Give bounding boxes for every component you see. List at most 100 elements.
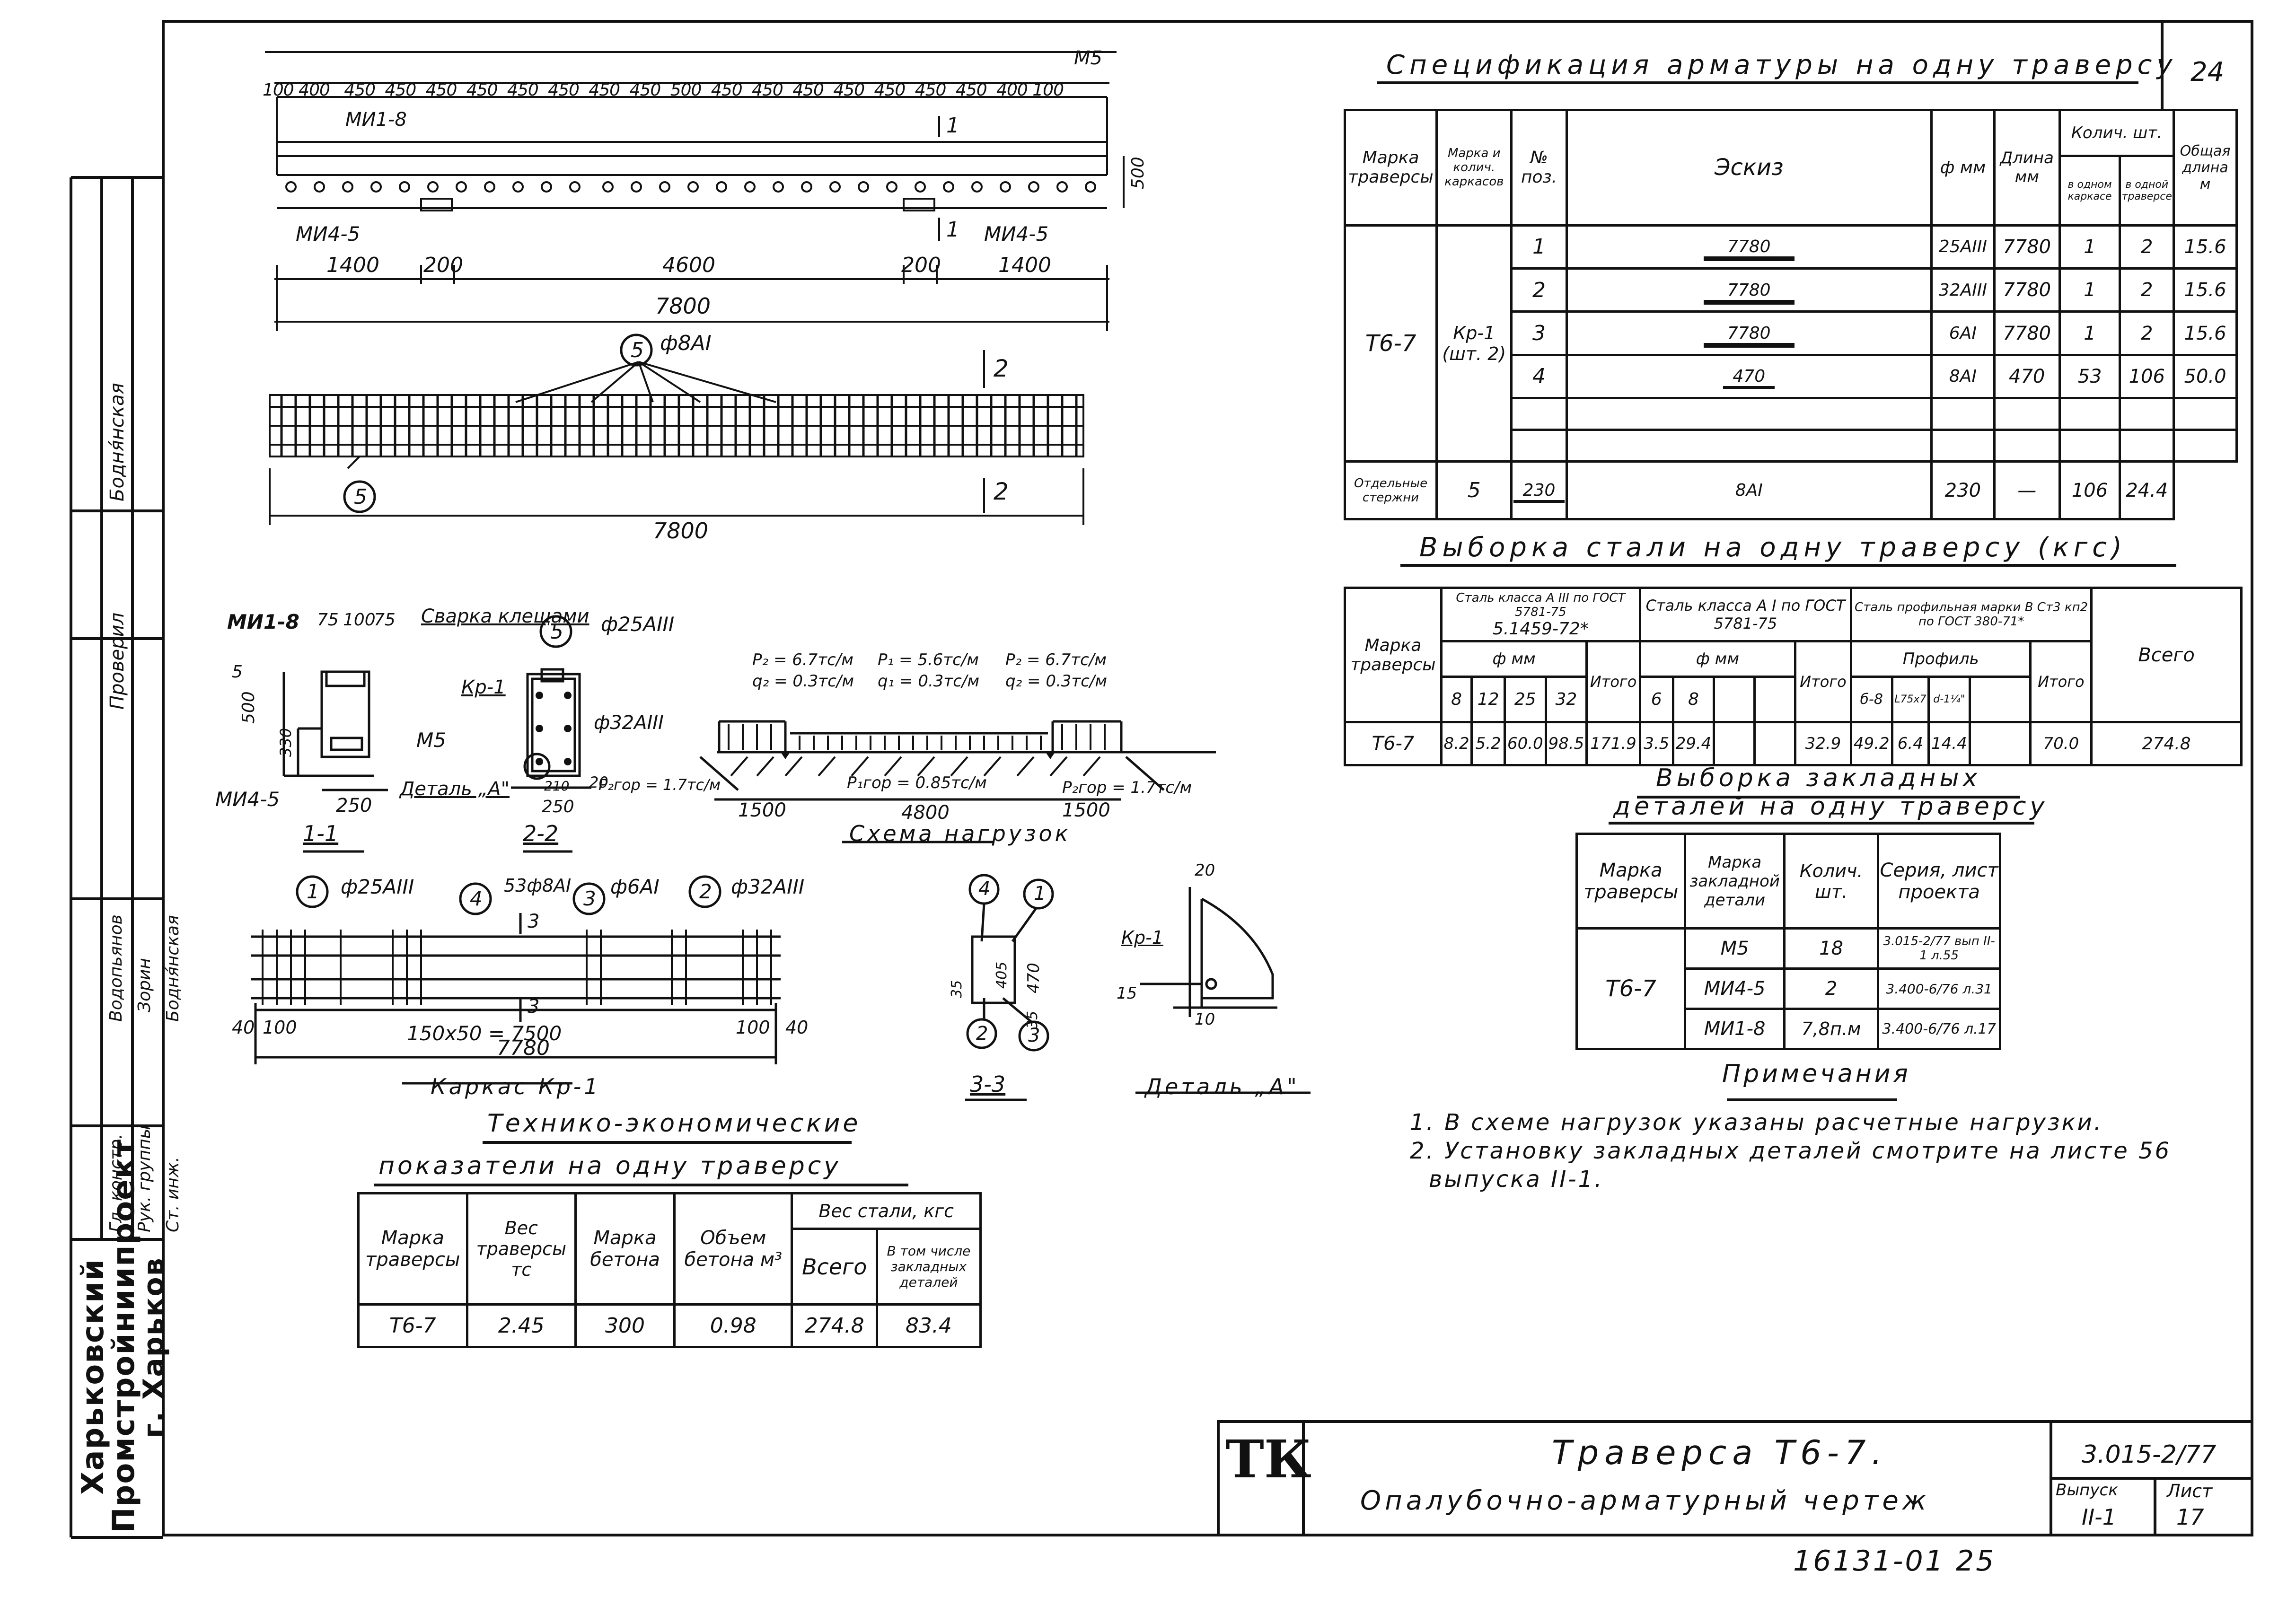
stamp-title: Траверса Т6-7.	[1552, 1433, 1888, 1472]
spec-table: Марка траверсы Марка и колич. каркасов №…	[1343, 108, 2238, 520]
mi4-5-label-left: МИ4-5	[296, 222, 361, 246]
spec-trav: Т6-7	[1343, 224, 1438, 463]
tep-h-marka: Марка траверсы	[357, 1192, 468, 1306]
mi1-8-label: МИ1-8	[345, 109, 407, 131]
empty-cell	[2173, 429, 2238, 463]
steel-val: 6.4	[1891, 721, 1930, 766]
spec-row3-b: 2	[2119, 310, 2175, 356]
empty-cell	[1968, 676, 2032, 724]
section-1-mark-top: 1	[946, 114, 959, 138]
tep-h-beton: Марка бетона	[574, 1192, 676, 1306]
s22-detail: Деталь „А"	[400, 778, 510, 800]
dim: 450	[385, 80, 417, 100]
spec-row1-total: 15.6	[2173, 224, 2238, 270]
spec-row2-phi: 32АIII	[1930, 267, 1996, 313]
spec-row4-pos: 4	[1510, 353, 1568, 400]
spec-row3-total: 15.6	[2173, 310, 2238, 356]
spec-row5-sketch: 230	[1510, 460, 1568, 520]
s22-d20: 20	[589, 773, 608, 791]
s11-d330: 330	[277, 728, 295, 757]
top-dimension-chain: 100 400 450 450 450 450 450 450 450 450 …	[263, 80, 1064, 100]
section-3-3-label: 3-3	[970, 1071, 1006, 1097]
pos5-bubble-lower: 5	[354, 485, 367, 509]
embed-row2-qty: 2	[1783, 967, 1880, 1010]
s11-mi1: МИ1-8	[227, 610, 299, 633]
steel-h-g1-title: Сталь класса А III по ГОСТ 5781-75	[1456, 590, 1626, 619]
s22-pos5: 5	[550, 620, 563, 644]
dim-1400-left: 1400	[326, 253, 379, 277]
archive-number: 16131-01 25	[1793, 1545, 1996, 1578]
checked-name: Бодня́нская	[106, 383, 128, 501]
frame-phi2: ф32АIII	[731, 875, 805, 898]
load-dim4800: 4800	[901, 802, 950, 824]
steel-col: d-1¼"	[1927, 676, 1971, 724]
detail-a-title: Деталь „А"	[1145, 1074, 1300, 1099]
dim: 450	[711, 80, 743, 100]
s11-d100: 100	[343, 610, 376, 630]
dim: 450	[915, 80, 947, 100]
spec-row4-phi: 8АI	[1930, 353, 1996, 400]
spec-row5-phi: 8АI	[1565, 460, 1933, 520]
empty-cell	[2119, 397, 2175, 431]
empty-cell	[1753, 721, 1796, 766]
spec-h-phi: ф мм	[1930, 109, 1996, 227]
load-p2-right: P₂ = 6.7тс/м	[1005, 650, 1107, 669]
steel-h-g3: Сталь профильная марки В Ст3 кп2 по ГОСТ…	[1849, 586, 2093, 643]
frame-title: Каркас Кр-1	[431, 1074, 601, 1099]
steel-col: 32	[1544, 676, 1588, 724]
detail-a-d20: 20	[1195, 861, 1215, 880]
steel-h-g1-sub: 5.1459-72*	[1493, 619, 1589, 639]
tep-h-ves: Вес траверсы тс	[466, 1192, 577, 1306]
frame-d40-right: 40	[785, 1017, 809, 1038]
dim: 450	[466, 80, 498, 100]
frame-b1: 1	[307, 880, 319, 903]
steel-itogo3-val: 70.0	[2029, 721, 2093, 766]
stirrups	[280, 395, 1078, 456]
frame-d100-right: 100	[736, 1017, 770, 1038]
spec-row1-b: 2	[2119, 224, 2175, 270]
spec-row3-sketch: 7780	[1565, 310, 1933, 356]
embed-row1-mark: М5	[1684, 927, 1786, 970]
steel-h-itogo1: Итого	[1585, 640, 1641, 724]
load-arrows	[728, 724, 1106, 777]
spec-row1-a: 1	[2058, 224, 2121, 270]
dim-7800-top: 7800	[655, 293, 711, 319]
embed-row2-series: 3.400-6/76 л.31	[1877, 967, 2001, 1010]
steel-itogo2-val: 32.9	[1794, 721, 1852, 766]
embed-trav: Т6-7	[1575, 927, 1687, 1050]
section-1-mark-bottom: 1	[946, 218, 959, 242]
frame-kr-1	[251, 913, 781, 1085]
frame-b2: 2	[699, 880, 712, 903]
steel-val: 49.2	[1849, 721, 1893, 766]
steel-val: 98.5	[1544, 721, 1588, 766]
spec-h-qty-trav: в одной траверсе	[2119, 155, 2175, 227]
tep-h-vsego: Всего	[791, 1228, 878, 1306]
steel-h-g1: Сталь класса А III по ГОСТ 5781-75 5.145…	[1440, 586, 1641, 643]
spec-row4-a: 53	[2058, 353, 2121, 400]
tep-h-steel: Вес стали, кгс	[791, 1192, 982, 1230]
stamp-frame	[1217, 21, 2253, 1536]
spec-separate: Отдельные стержни	[1343, 460, 1438, 520]
tep-obem: 0.98	[673, 1303, 793, 1348]
dim-1400-right: 1400	[998, 253, 1051, 277]
stamp-vyp-label: Выпуск	[2056, 1481, 2118, 1500]
spec-row4-len: 470	[1993, 353, 2061, 400]
steel-col: б-8	[1849, 676, 1893, 724]
stamp-subtitle: Опалубочно-арматурный чертеж	[1360, 1485, 1930, 1516]
steel-val: 8.2	[1440, 721, 1473, 766]
load-q1: q₁ = 0.3тс/м	[878, 672, 979, 691]
steel-table: Марка траверсы Сталь класса А III по ГОС…	[1344, 586, 2243, 766]
note-2b: выпуска II-1.	[1429, 1166, 1604, 1193]
spec-row1-len: 7780	[1993, 224, 2061, 270]
steel-col: 8	[1440, 676, 1473, 724]
embed-row3-mark: МИ1-8	[1684, 1008, 1786, 1050]
s33-b4: 4	[978, 878, 991, 900]
spec-row5-len: 230	[1930, 460, 1996, 520]
dim: 100	[1032, 80, 1064, 100]
spec-row5-total: 24.4	[2119, 460, 2175, 520]
section-1-1	[282, 670, 388, 853]
tep-marka: Т6-7	[357, 1303, 468, 1348]
frame-sec3-bottom: 3	[528, 996, 540, 1018]
spec-row3-phi: 6АI	[1930, 310, 1996, 356]
